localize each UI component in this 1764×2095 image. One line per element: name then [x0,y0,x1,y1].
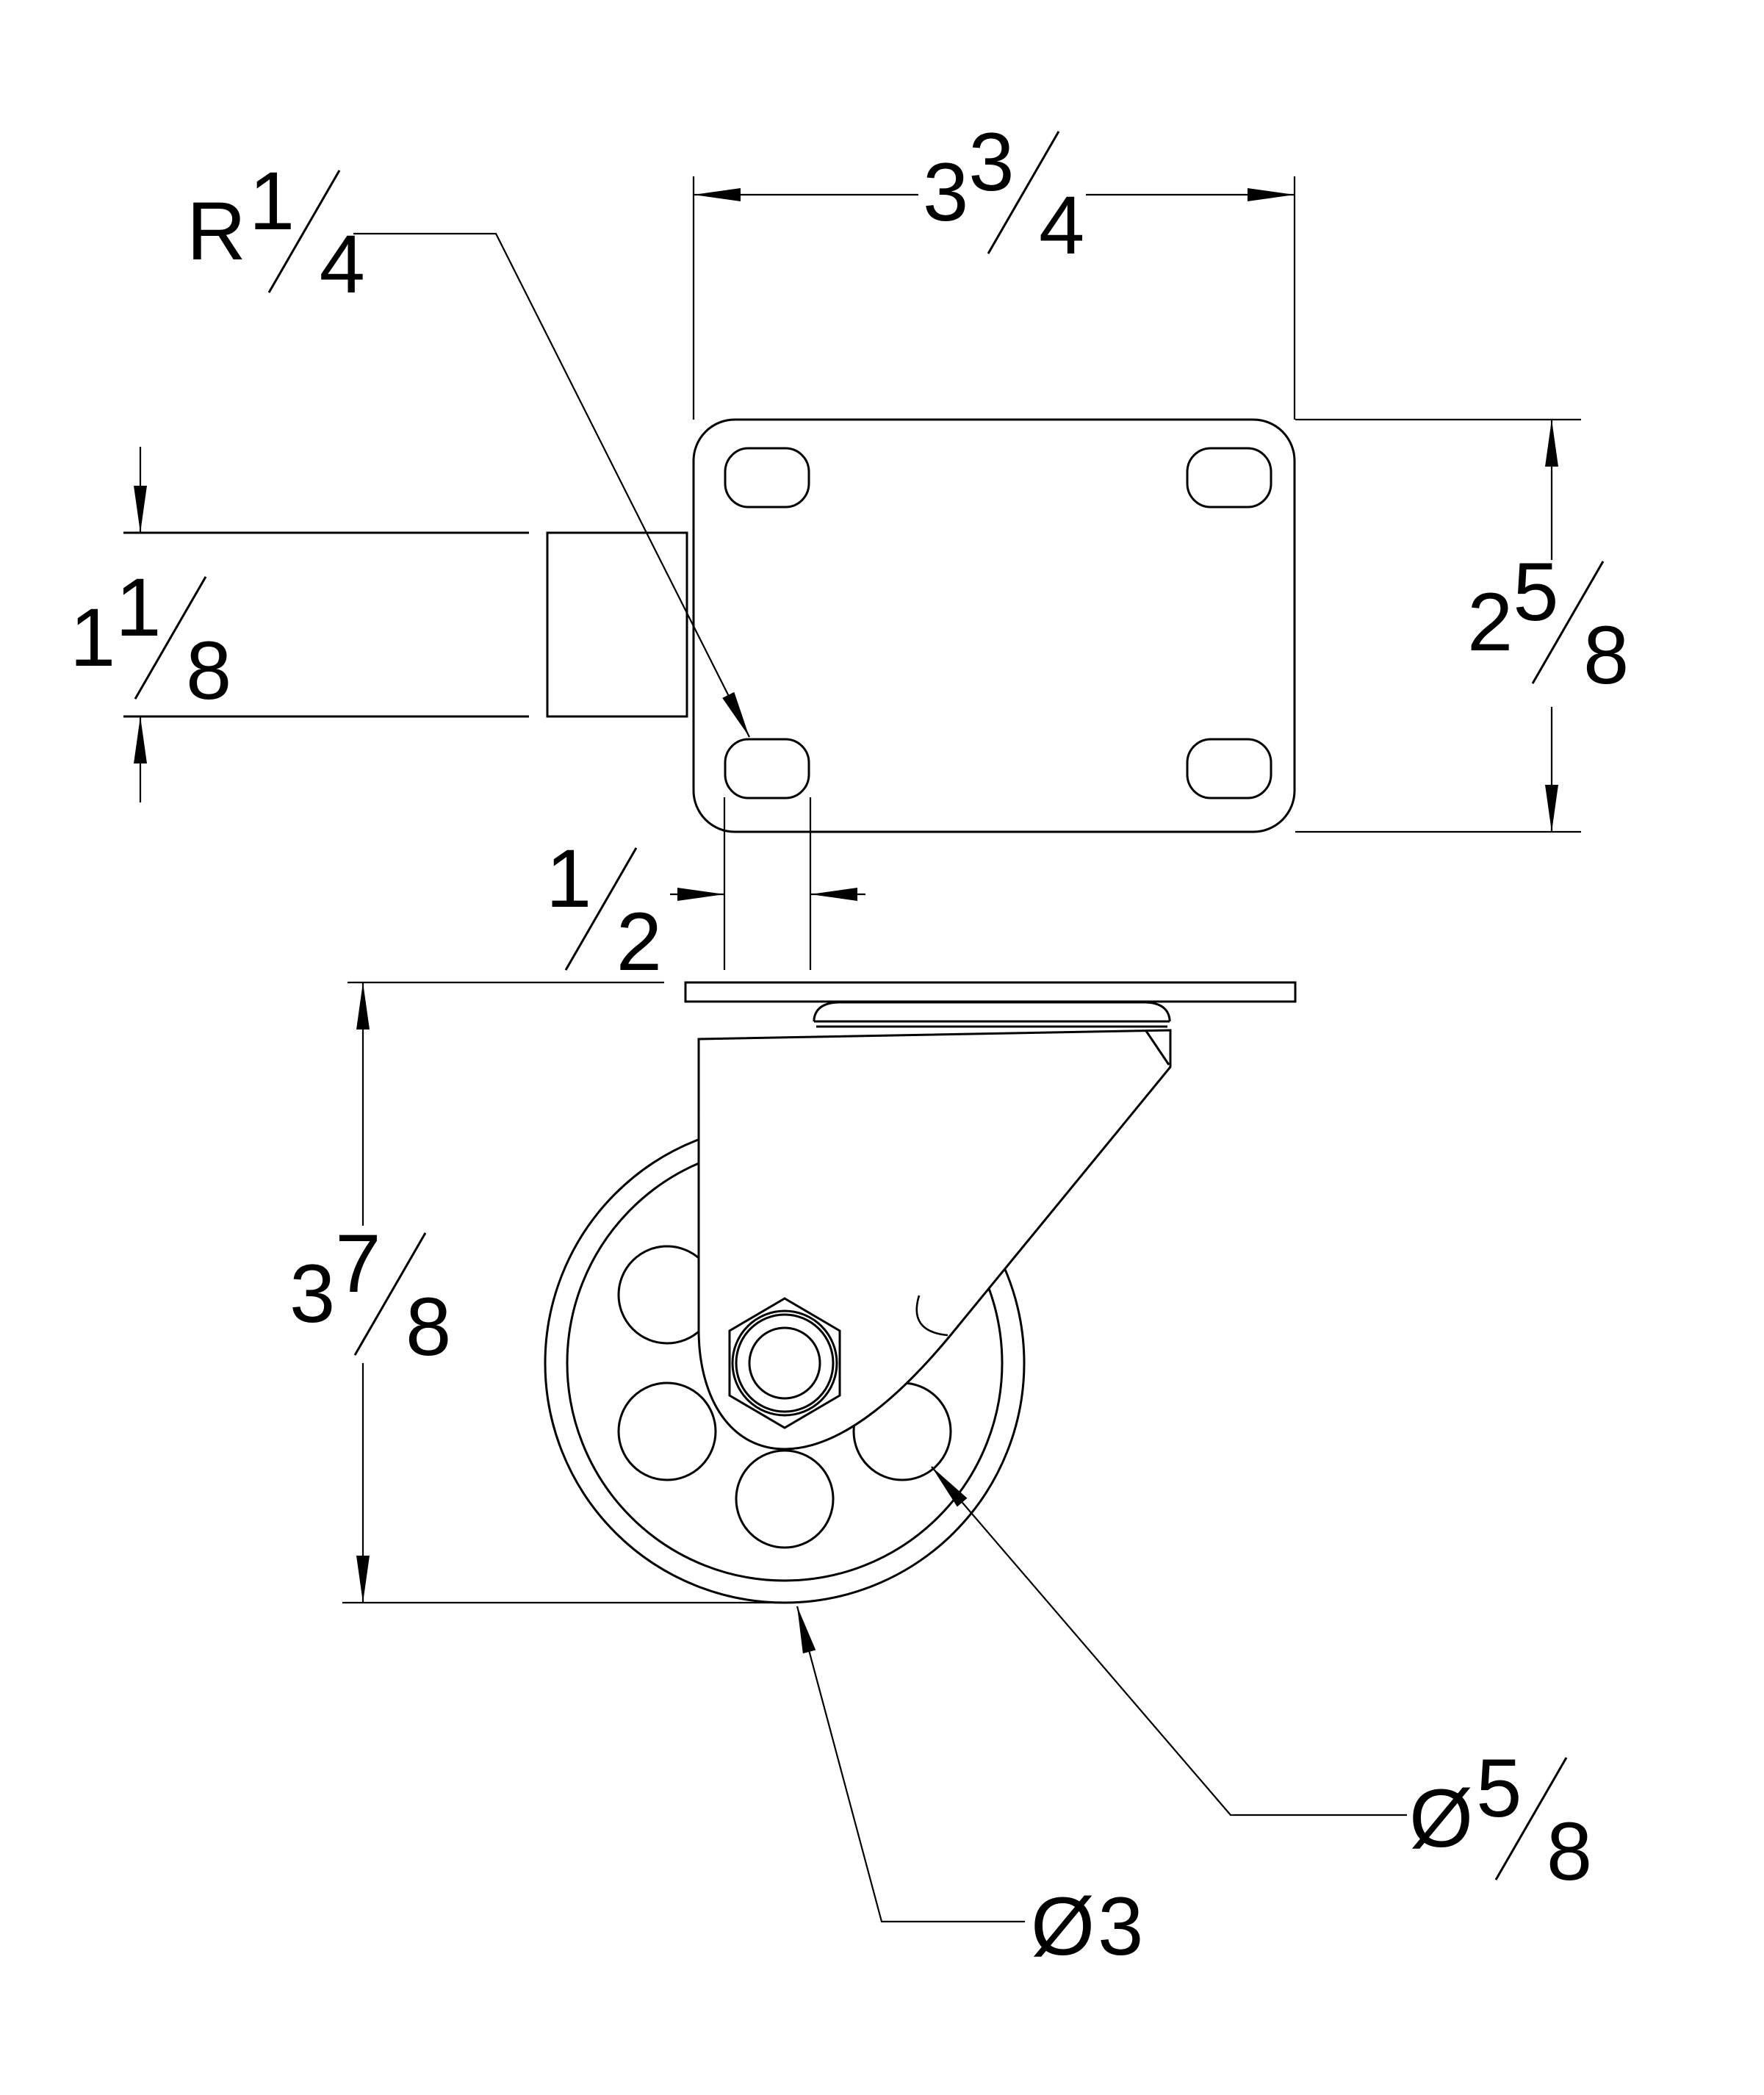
axle-washer [731,1309,838,1417]
axle-nut [728,1297,841,1429]
dim-overall-height-lines [342,981,790,1604]
dim-wheel-diameter: Ø 3 [1031,1864,1143,1989]
corner-radius-leader [353,232,756,741]
top-plate-side [684,981,1297,1003]
axle-end [748,1326,821,1400]
dim-fraction: 5 8 [1476,1747,1592,1893]
hole-diameter-leader [926,1462,1407,1816]
side-view [342,981,1407,1923]
side-bar-block [546,531,688,718]
slot-hole-top-right [1186,447,1272,509]
fraction-denominator: 8 [186,625,232,716]
dim-slot-width: 1 2 [546,838,662,983]
dim-plate-depth: 2 5 8 [1467,551,1629,697]
dim-fraction: 1 4 [249,160,365,306]
fraction-numerator: 3 [968,116,1015,208]
slot-hole-bottom-left [724,738,810,799]
fraction-denominator: 4 [1039,179,1085,271]
fraction-denominator: 8 [1583,609,1630,701]
wheel-hole-bottom [735,1449,835,1549]
dim-mount-height: 1 1 8 [70,567,231,712]
wheel-diameter-leader [791,1604,1025,1923]
diameter-symbol: Ø [1031,1880,1095,1972]
diameter-symbol: Ø [1409,1772,1474,1864]
dim-fraction: 1 2 [546,838,662,983]
dim-mount-height-lines [134,447,147,802]
fraction-denominator: 2 [616,896,662,988]
fraction-denominator: 8 [406,1281,452,1373]
fork-rear-leg-tip [915,1295,948,1337]
dim-whole: 3 [1098,1880,1144,1972]
dim-hole-diameter: Ø 5 8 [1409,1747,1592,1893]
slot-hole-bottom-right [1186,738,1272,799]
wheel-hole-bottom-left [617,1381,717,1481]
dim-whole: 2 [1467,576,1513,668]
fraction-numerator: 1 [248,155,295,247]
fraction-numerator: 1 [546,833,592,924]
axle-washer-inner [735,1313,835,1413]
swivel-bearing [813,1001,1171,1028]
dim-plate-depth-lines [1295,418,1581,833]
mounting-plate [692,418,1296,833]
dim-plate-width: 3 3 4 [923,121,1084,267]
dim-plate-width-lines [692,176,1296,420]
dim-whole: 3 [923,146,969,238]
dim-whole: 3 [289,1248,336,1340]
fraction-numerator: 5 [1476,1742,1522,1834]
slot-holes [724,447,1272,799]
dim-corner-radius: R 1 4 [187,160,365,306]
fraction-numerator: 1 [115,561,162,653]
dim-fraction: 5 8 [1513,551,1629,697]
fork-bend-line [1145,1030,1170,1066]
fraction-denominator: 8 [1546,1805,1593,1897]
slot-hole-top-left [724,447,810,509]
fraction-numerator: 7 [335,1218,381,1309]
fraction-denominator: 4 [319,218,365,310]
dim-fraction: 3 4 [968,121,1084,267]
side-bar [123,531,688,718]
top-view [123,176,1581,970]
dim-whole: 1 [70,592,116,683]
dim-overall-height: 3 7 8 [289,1223,451,1368]
dim-fraction: 7 8 [335,1223,451,1368]
radius-symbol: R [187,185,246,277]
fraction-numerator: 5 [1513,546,1559,638]
dim-fraction: 1 8 [115,567,231,712]
dim-slot-width-lines [670,797,865,970]
